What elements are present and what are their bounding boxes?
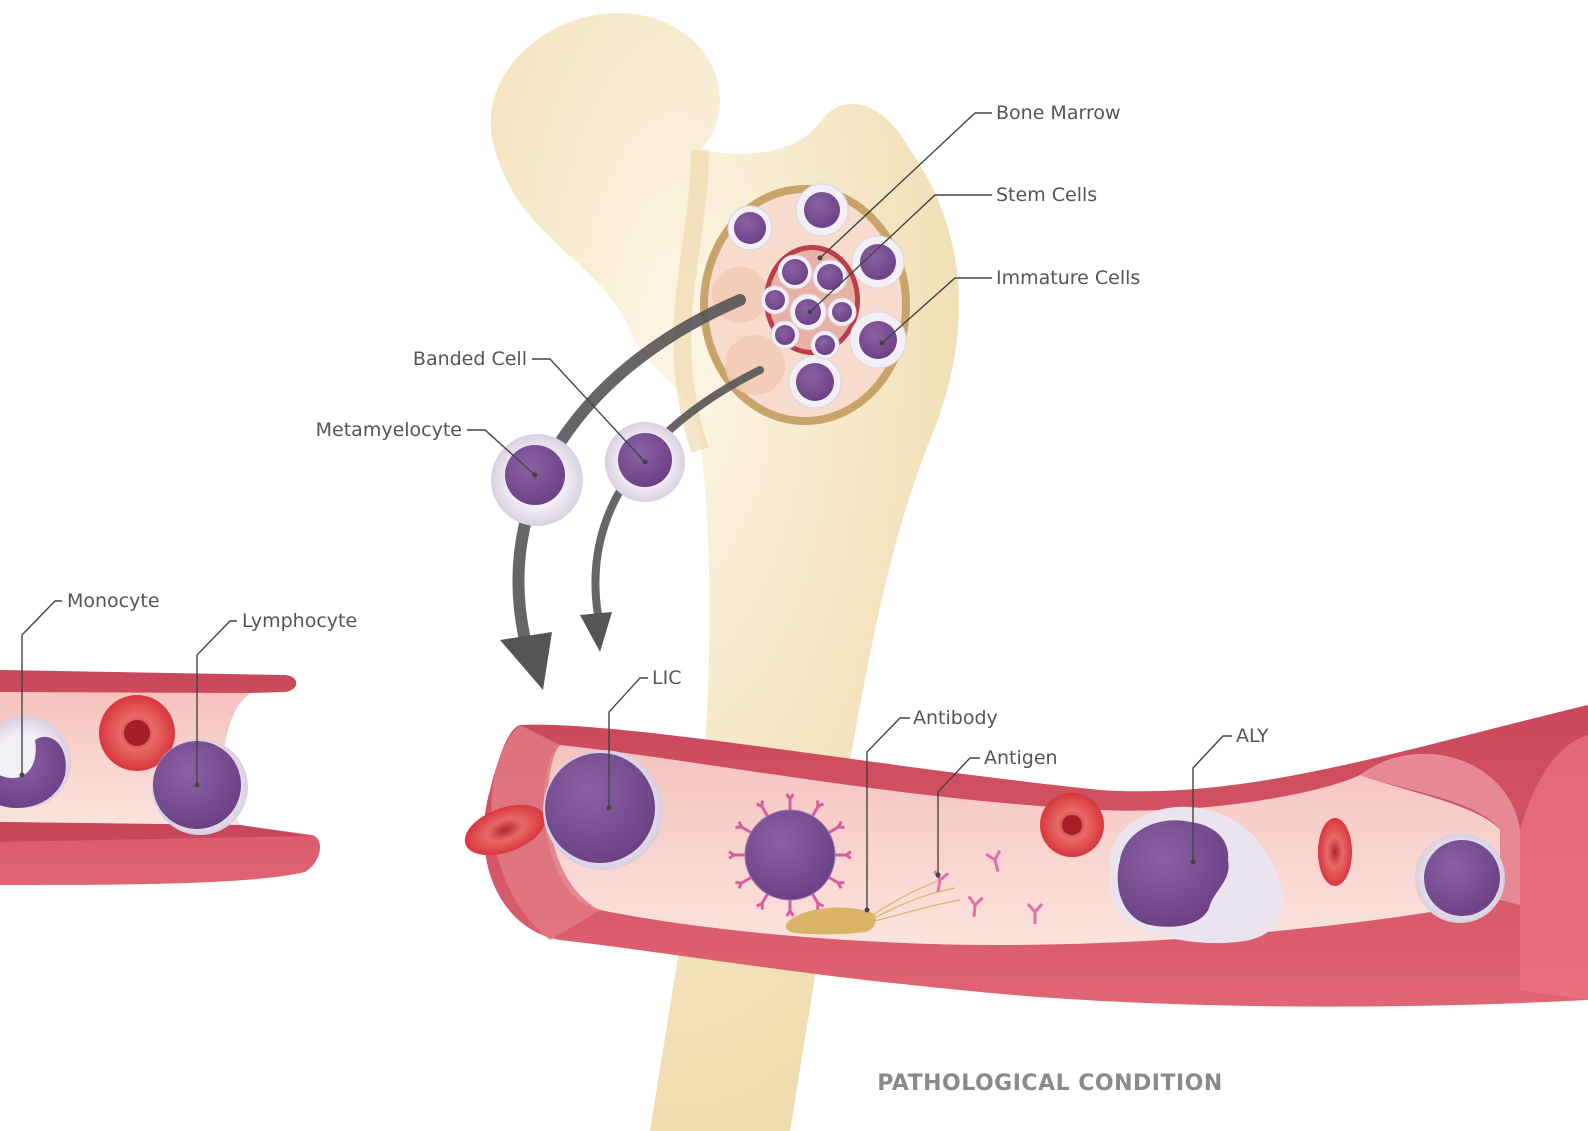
label-lic: LIC — [652, 667, 681, 689]
label-metamyelocyte: Metamyelocyte — [316, 419, 462, 441]
label-antigen: Antigen — [984, 747, 1058, 769]
red-blood-cell — [1040, 793, 1104, 857]
lymphocyte-cell — [152, 739, 248, 835]
label-antibody: Antibody — [913, 707, 998, 729]
label-monocyte: Monocyte — [67, 590, 160, 612]
label-banded-cell: Banded Cell — [413, 348, 527, 370]
marrow-cell — [771, 321, 799, 349]
diagram-caption: PATHOLOGICAL CONDITION — [877, 1071, 1223, 1096]
label-aly: ALY — [1236, 725, 1269, 747]
label-lymphocyte: Lymphocyte — [242, 610, 357, 632]
label-bone-marrow: Bone Marrow — [996, 102, 1121, 124]
marrow-cell — [828, 298, 856, 326]
label-immature-cells: Immature Cells — [996, 267, 1140, 289]
label-stem-cells: Stem Cells — [996, 184, 1097, 206]
marrow-cell — [811, 331, 839, 359]
edge-cell — [1415, 833, 1505, 923]
marrow-cell — [852, 236, 904, 288]
marrow-cell — [850, 312, 906, 368]
marrow-cell — [796, 184, 848, 236]
marrow-cell — [813, 260, 847, 294]
lic-cell — [543, 750, 663, 870]
marrow-cell — [778, 255, 812, 289]
marrow-cell — [789, 356, 841, 408]
red-blood-cell — [1318, 818, 1352, 886]
marrow-cell — [761, 286, 789, 314]
marrow-cell — [728, 206, 772, 250]
